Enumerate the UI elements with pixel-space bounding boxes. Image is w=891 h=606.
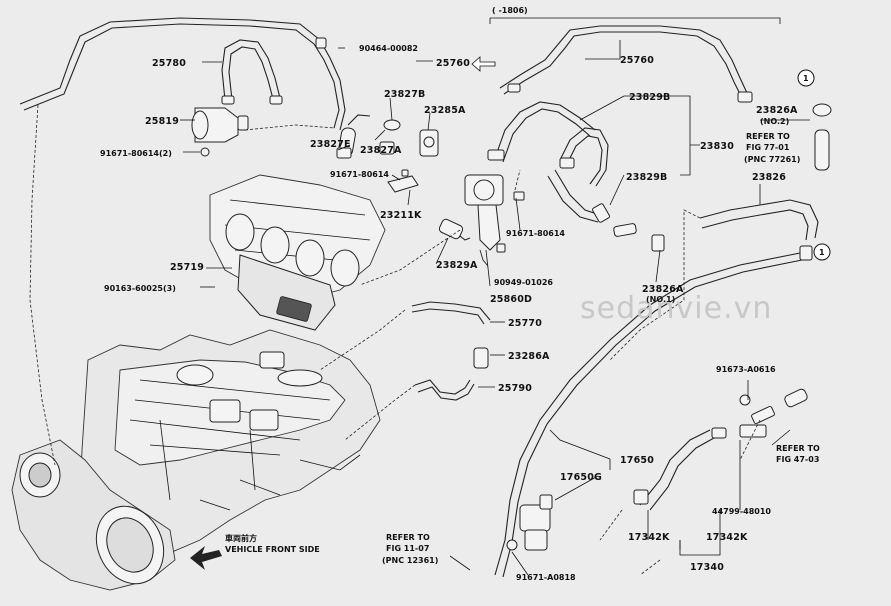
label-23830: 23830 [700, 141, 734, 152]
hose-25770-25790 [411, 301, 491, 401]
label-23827E: 23827E [310, 139, 351, 150]
ref-circle-1-top [797, 69, 815, 87]
pipe-17340 [633, 388, 808, 511]
label-refer-11-b: FIG 11-07 [386, 544, 429, 553]
label-17650G: 17650G [560, 472, 602, 483]
label-no2: (NO.2) [760, 117, 789, 126]
label-front-jp: 車両前方 [225, 533, 257, 543]
label-23286A: 23286A [508, 351, 550, 362]
label-refer-77-b: FIG 77-01 [746, 143, 790, 152]
label-circle-1-mid: 1 [819, 248, 825, 257]
hose-25780 [19, 17, 346, 131]
hose-23830 [487, 101, 610, 223]
watermark: sedanvie.vn [580, 291, 772, 326]
date-bracket [489, 17, 781, 24]
front-arrow [190, 546, 222, 570]
label-pnc77261: (PNC 77261) [744, 155, 800, 164]
label-no1: (NO.1) [646, 295, 675, 304]
label-refer-47-a: REFER TO [776, 444, 820, 453]
label-90949: 90949-01026 [494, 278, 553, 287]
label-23829B-top: 23829B [629, 92, 671, 103]
intake-manifold [209, 174, 386, 331]
label-circle-1-top: 1 [803, 74, 809, 83]
small-parts-23827 [336, 114, 439, 193]
label-17650: 17650 [620, 455, 654, 466]
hose-17650 [494, 245, 813, 578]
throttle-body-parts [438, 174, 525, 253]
vsv-25819 [191, 107, 336, 157]
label-91671-80614-2: 91671-80614(2) [100, 149, 172, 158]
vsv-17650g [506, 494, 553, 551]
label-17342K-right: 17342K [706, 532, 748, 543]
label-23827B: 23827B [384, 89, 426, 100]
label-90464: 90464-00082 [359, 44, 418, 53]
label-23285A: 23285A [424, 105, 466, 116]
label-23829A: 23829A [436, 260, 478, 271]
label-23827A: 23827A [360, 145, 402, 156]
label-refer-11-a: REFER TO [386, 533, 430, 542]
label-23826A-no2: 23826A [756, 105, 798, 116]
label-91671-80614-a: 91671-80614 [330, 170, 389, 179]
label-90163: 90163-60025(3) [104, 284, 176, 293]
hose-25760 [499, 25, 753, 103]
label-pnc12361: (PNC 12361) [382, 556, 438, 565]
label-23826A-no1: 23826A [642, 284, 684, 295]
label-44799: 44799-48010 [712, 507, 771, 516]
label-25780: 25780 [152, 58, 186, 69]
engine-block [11, 329, 381, 591]
leader-lines [180, 40, 810, 576]
label-25770: 25770 [508, 318, 542, 329]
part-labels: 25780 25819 91671-80614(2) 90464-00082 2… [100, 6, 825, 582]
label-17342K-left: 17342K [628, 532, 670, 543]
label-23829B-mid: 23829B [626, 172, 668, 183]
label-date-range: ( -1806) [492, 6, 528, 15]
label-25819: 25819 [145, 116, 179, 127]
label-91673: 91673-A0616 [716, 365, 776, 374]
label-23211K: 23211K [380, 210, 422, 221]
label-23826: 23826 [752, 172, 786, 183]
label-17340: 17340 [690, 562, 724, 573]
label-25790: 25790 [498, 383, 532, 394]
label-25760-left: 25760 [436, 58, 470, 69]
label-91671-80614-b: 91671-80614 [506, 229, 565, 238]
ref-circle-1-mid [813, 243, 831, 261]
label-25719: 25719 [170, 262, 204, 273]
label-25860D: 25860D [490, 294, 532, 305]
label-91671-A0818: 91671-A0818 [516, 573, 576, 582]
label-25760-right: 25760 [620, 55, 654, 66]
label-front-en: VEHICLE FRONT SIDE [225, 545, 320, 554]
label-refer-77-a: REFER TO [746, 132, 790, 141]
label-refer-47-b: FIG 47-03 [776, 455, 819, 464]
ref-arrow [471, 56, 496, 72]
dashed-lines [29, 104, 761, 576]
hose-23826 [613, 103, 832, 252]
